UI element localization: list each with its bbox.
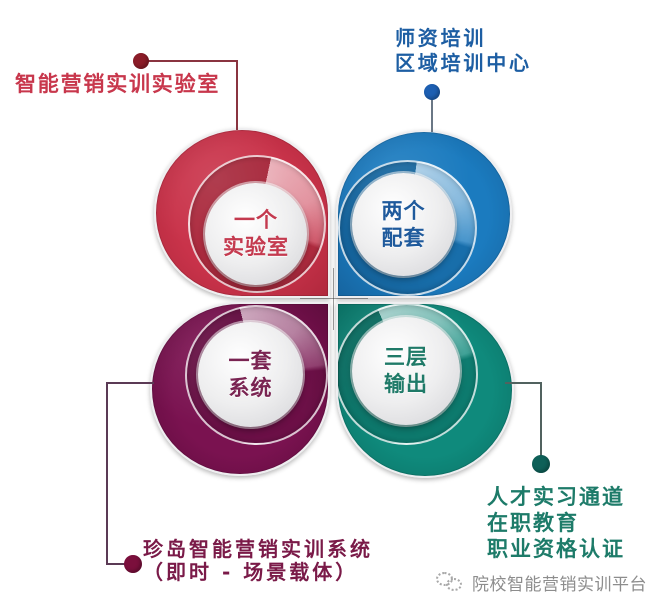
callout-dot-system — [124, 555, 142, 573]
watermark: 院校智能营销实训平台 — [436, 569, 647, 595]
callout-line: 珍岛智能营销实训系统 — [143, 537, 373, 561]
callout-line: （即时 - 场景载体） — [143, 560, 359, 584]
callout-line: 师资培训 — [395, 26, 487, 50]
callout-output: 人才实习通道 在职教育 职业资格认证 — [487, 484, 625, 562]
petal-title-line1: 一套 — [228, 348, 273, 373]
callout-line: 智能营销实训实验室 — [15, 72, 221, 96]
center-divider-vertical — [333, 268, 334, 330]
callout-system: 珍岛智能营销实训系统 （即时 - 场景载体） — [143, 538, 373, 584]
center-disc: 一套 系统 — [198, 322, 303, 427]
callout-dot-laboratory — [133, 53, 149, 69]
callout-dot-supporting — [424, 84, 440, 100]
petal-supporting: 两个 配套 — [336, 130, 512, 298]
petal-title-line2: 实验室 — [223, 235, 289, 259]
callout-line: 区域培训中心 — [395, 51, 532, 75]
callout-line: 人才实习通道 — [487, 485, 625, 509]
center-divider-horizontal — [300, 298, 368, 299]
center-disc: 一个 实验室 — [205, 183, 307, 285]
connector-line-system — [106, 563, 133, 565]
connector-line-output — [540, 382, 542, 464]
connector-line-laboratory — [236, 60, 238, 130]
center-disc: 两个 配套 — [352, 173, 455, 276]
petal-laboratory: 一个 实验室 — [154, 128, 330, 298]
connector-line-supporting — [431, 92, 433, 132]
callout-laboratory: 智能营销实训实验室 — [15, 71, 220, 97]
callout-dot-output — [532, 455, 550, 473]
connector-line-laboratory — [141, 60, 238, 62]
petal-title-line2: 输出 — [384, 372, 428, 396]
connector-line-system — [106, 382, 108, 565]
petal-title-line2: 配套 — [381, 225, 426, 250]
petal-title-line1: 两个 — [381, 198, 426, 223]
petal-title-line1: 一个 — [234, 208, 278, 232]
connector-line-system — [106, 382, 154, 384]
callout-supporting: 师资培训 区域培训中心 — [395, 26, 532, 76]
connector-line-output — [505, 382, 542, 384]
watermark-text: 院校智能营销实训平台 — [472, 574, 647, 595]
petal-output: 三层 输出 — [336, 302, 514, 478]
callout-line: 在职教育 — [487, 511, 579, 535]
wechat-icon — [436, 571, 464, 593]
center-disc: 三层 输出 — [352, 317, 460, 425]
petal-title-line1: 三层 — [384, 345, 428, 369]
petal-system: 一套 系统 — [150, 302, 330, 476]
callout-line: 职业资格认证 — [487, 537, 625, 561]
petal-title-line2: 系统 — [228, 375, 273, 400]
